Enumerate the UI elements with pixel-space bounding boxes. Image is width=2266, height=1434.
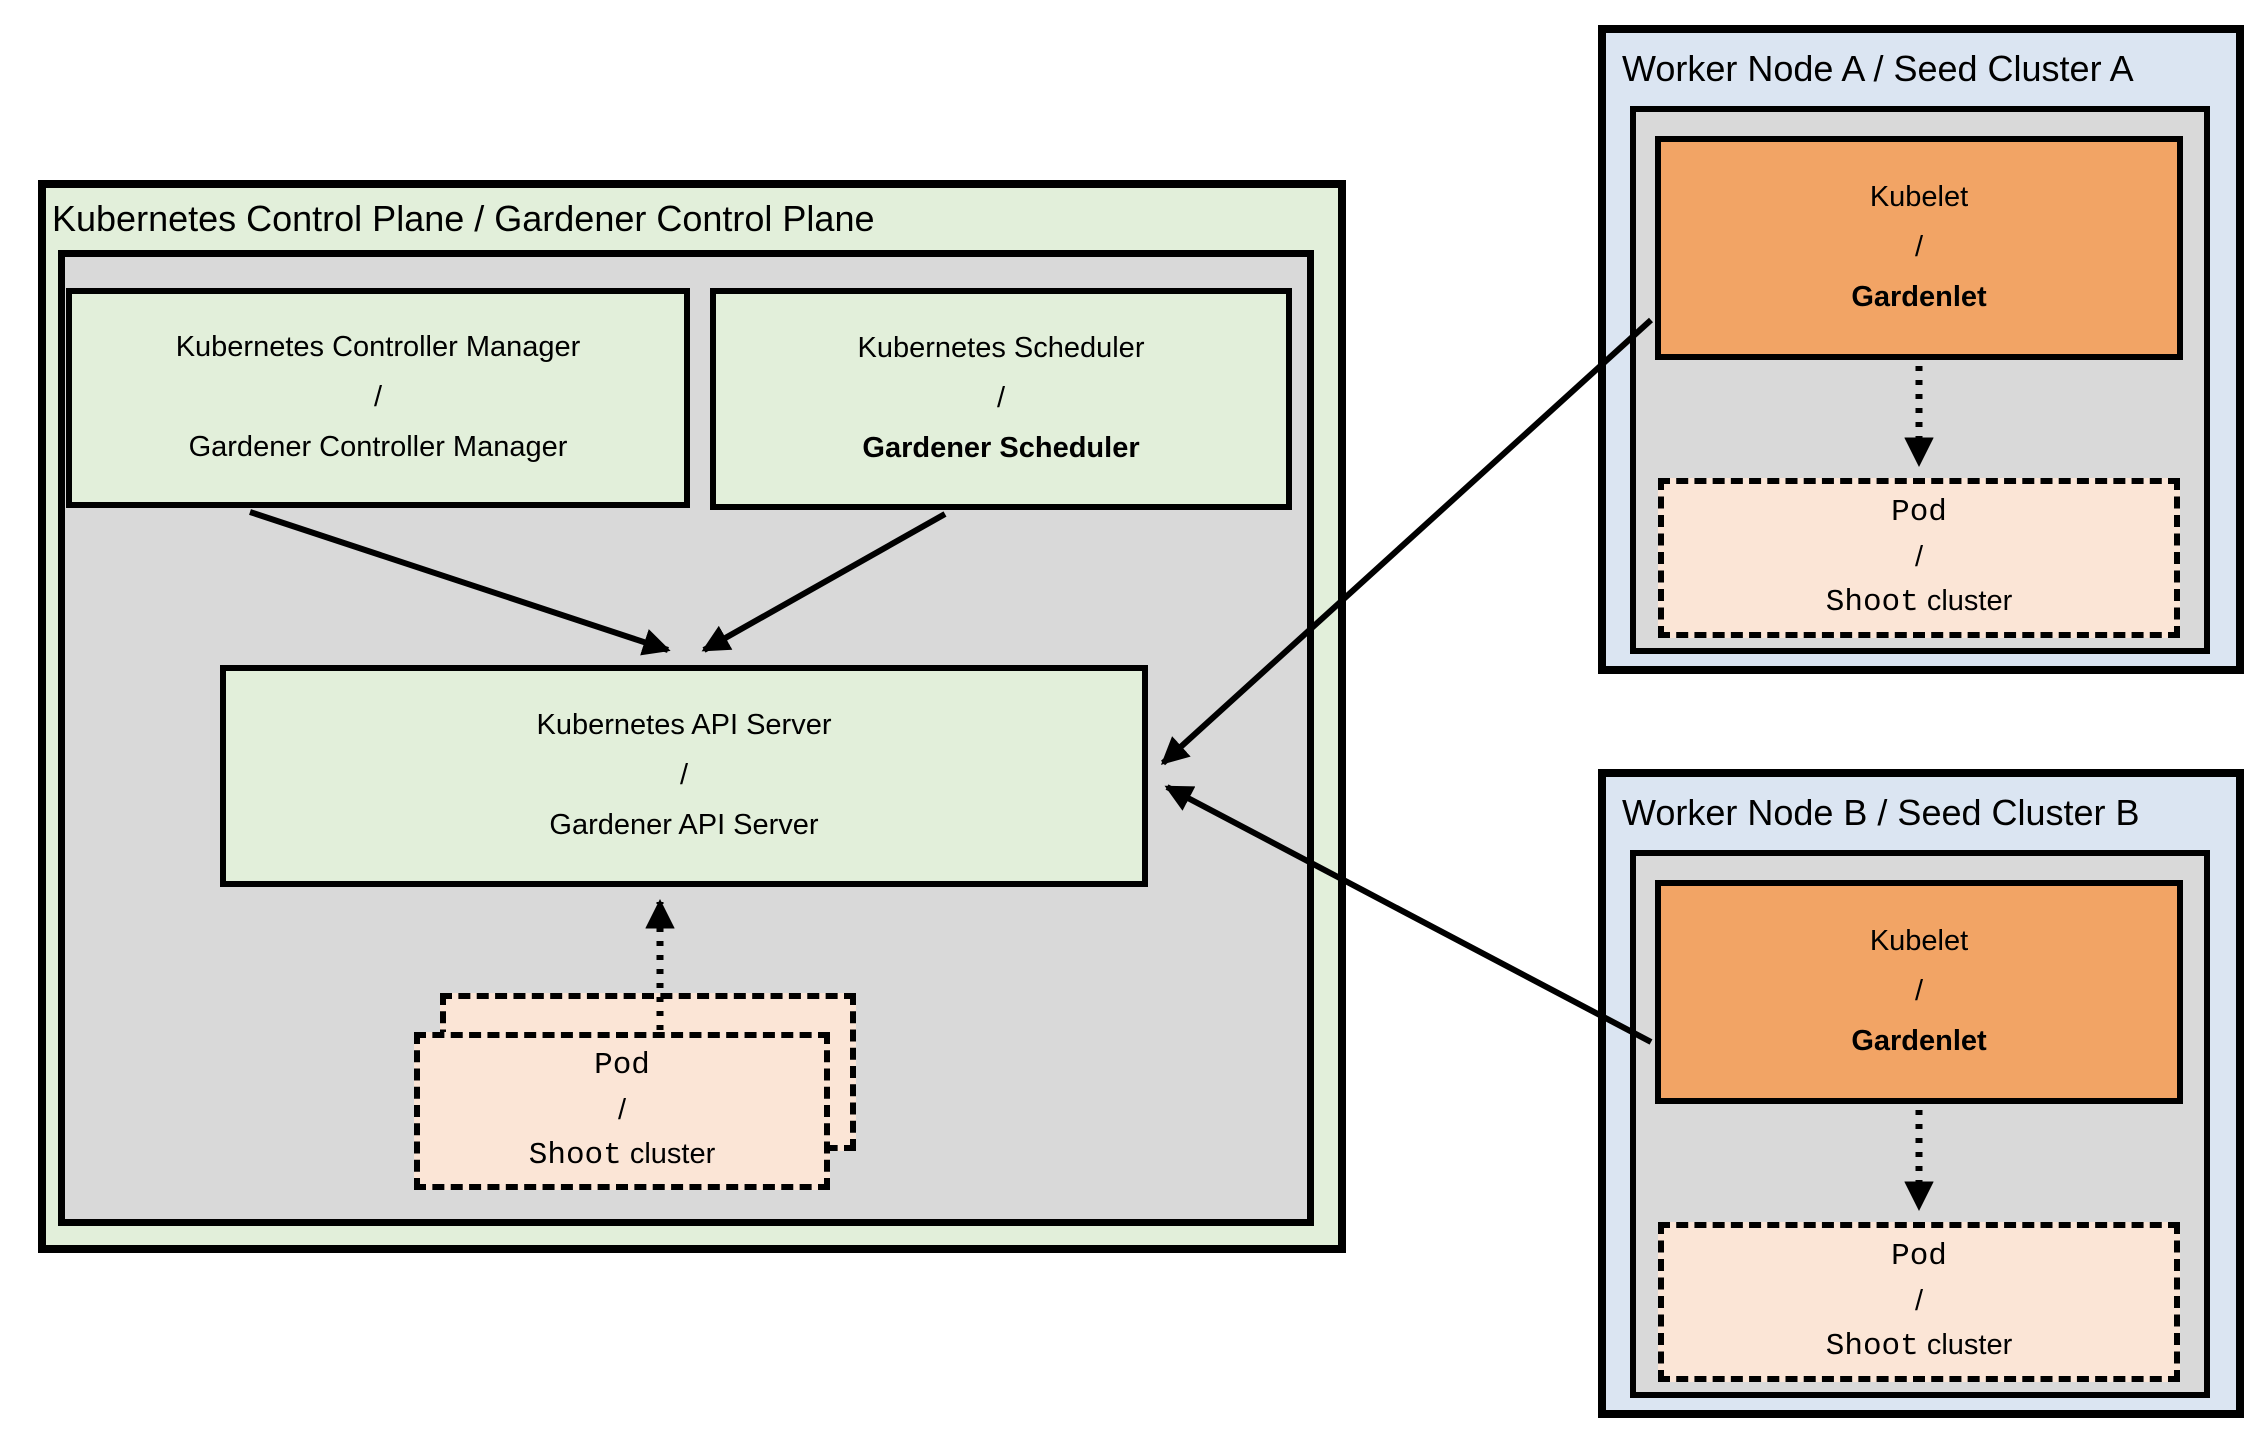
pod-b-label-line1: Pod xyxy=(1891,1238,1947,1274)
worker-node-b-title: Worker Node B / Seed Cluster B xyxy=(1622,792,2140,833)
kubelet-b-label-separator: / xyxy=(1914,975,1924,1008)
worker-node-a-title: Worker Node A / Seed Cluster A xyxy=(1622,48,2134,89)
controller-manager-box: Kubernetes Controller Manager / Gardener… xyxy=(66,288,690,508)
kubelet-a-label-line2: Gardenlet xyxy=(1851,280,1987,313)
kubelet-a-label-line1: Kubelet xyxy=(1869,181,1969,214)
pod-box-front: Pod / Shoot cluster xyxy=(414,1032,830,1190)
api-server-label-line2: Gardener API Server xyxy=(549,808,819,841)
pod-a-label-cluster: cluster xyxy=(1926,584,2013,617)
pod-a-label-line1: Pod xyxy=(1891,494,1947,530)
kubelet-a-label-separator: / xyxy=(1914,231,1924,264)
controller-manager-label-line2: Gardener Controller Manager xyxy=(188,430,568,463)
pod-label-line1: Pod xyxy=(594,1047,650,1083)
pod-a-label-line2: Shoot cluster xyxy=(1826,580,2013,627)
pod-label-line2: Shoot cluster xyxy=(529,1133,716,1180)
pod-label-shoot: Shoot xyxy=(528,1137,622,1173)
kubelet-a-box: Kubelet / Gardenlet xyxy=(1655,136,2183,360)
api-server-label-line1: Kubernetes API Server xyxy=(536,709,832,742)
pod-b-label-shoot: Shoot xyxy=(1825,1328,1919,1364)
pod-a-label-separator: / xyxy=(1914,541,1924,574)
kubelet-b-label-line2: Gardenlet xyxy=(1851,1024,1987,1057)
scheduler-label-line1: Kubernetes Scheduler xyxy=(857,332,1145,365)
scheduler-label-line2: Gardener Scheduler xyxy=(862,431,1140,464)
kubelet-b-label-line1: Kubelet xyxy=(1869,925,1969,958)
api-server-label-separator: / xyxy=(679,759,689,792)
pod-a-label-shoot: Shoot xyxy=(1825,584,1919,620)
pod-box-b: Pod / Shoot cluster xyxy=(1658,1222,2180,1382)
pod-label-separator: / xyxy=(617,1094,627,1127)
pod-b-label-line2: Shoot cluster xyxy=(1826,1324,2013,1371)
pod-label-cluster: cluster xyxy=(629,1137,716,1170)
controller-manager-label-separator: / xyxy=(373,381,383,414)
control-plane-title: Kubernetes Control Plane / Gardener Cont… xyxy=(52,198,875,239)
scheduler-label-separator: / xyxy=(996,382,1006,415)
api-server-box: Kubernetes API Server / Gardener API Ser… xyxy=(220,665,1148,887)
pod-box-a: Pod / Shoot cluster xyxy=(1658,478,2180,638)
controller-manager-label-line1: Kubernetes Controller Manager xyxy=(175,331,581,364)
pod-b-label-cluster: cluster xyxy=(1926,1328,2013,1361)
kubelet-b-box: Kubelet / Gardenlet xyxy=(1655,880,2183,1104)
pod-b-label-separator: / xyxy=(1914,1285,1924,1318)
scheduler-box: Kubernetes Scheduler / Gardener Schedule… xyxy=(710,288,1292,510)
